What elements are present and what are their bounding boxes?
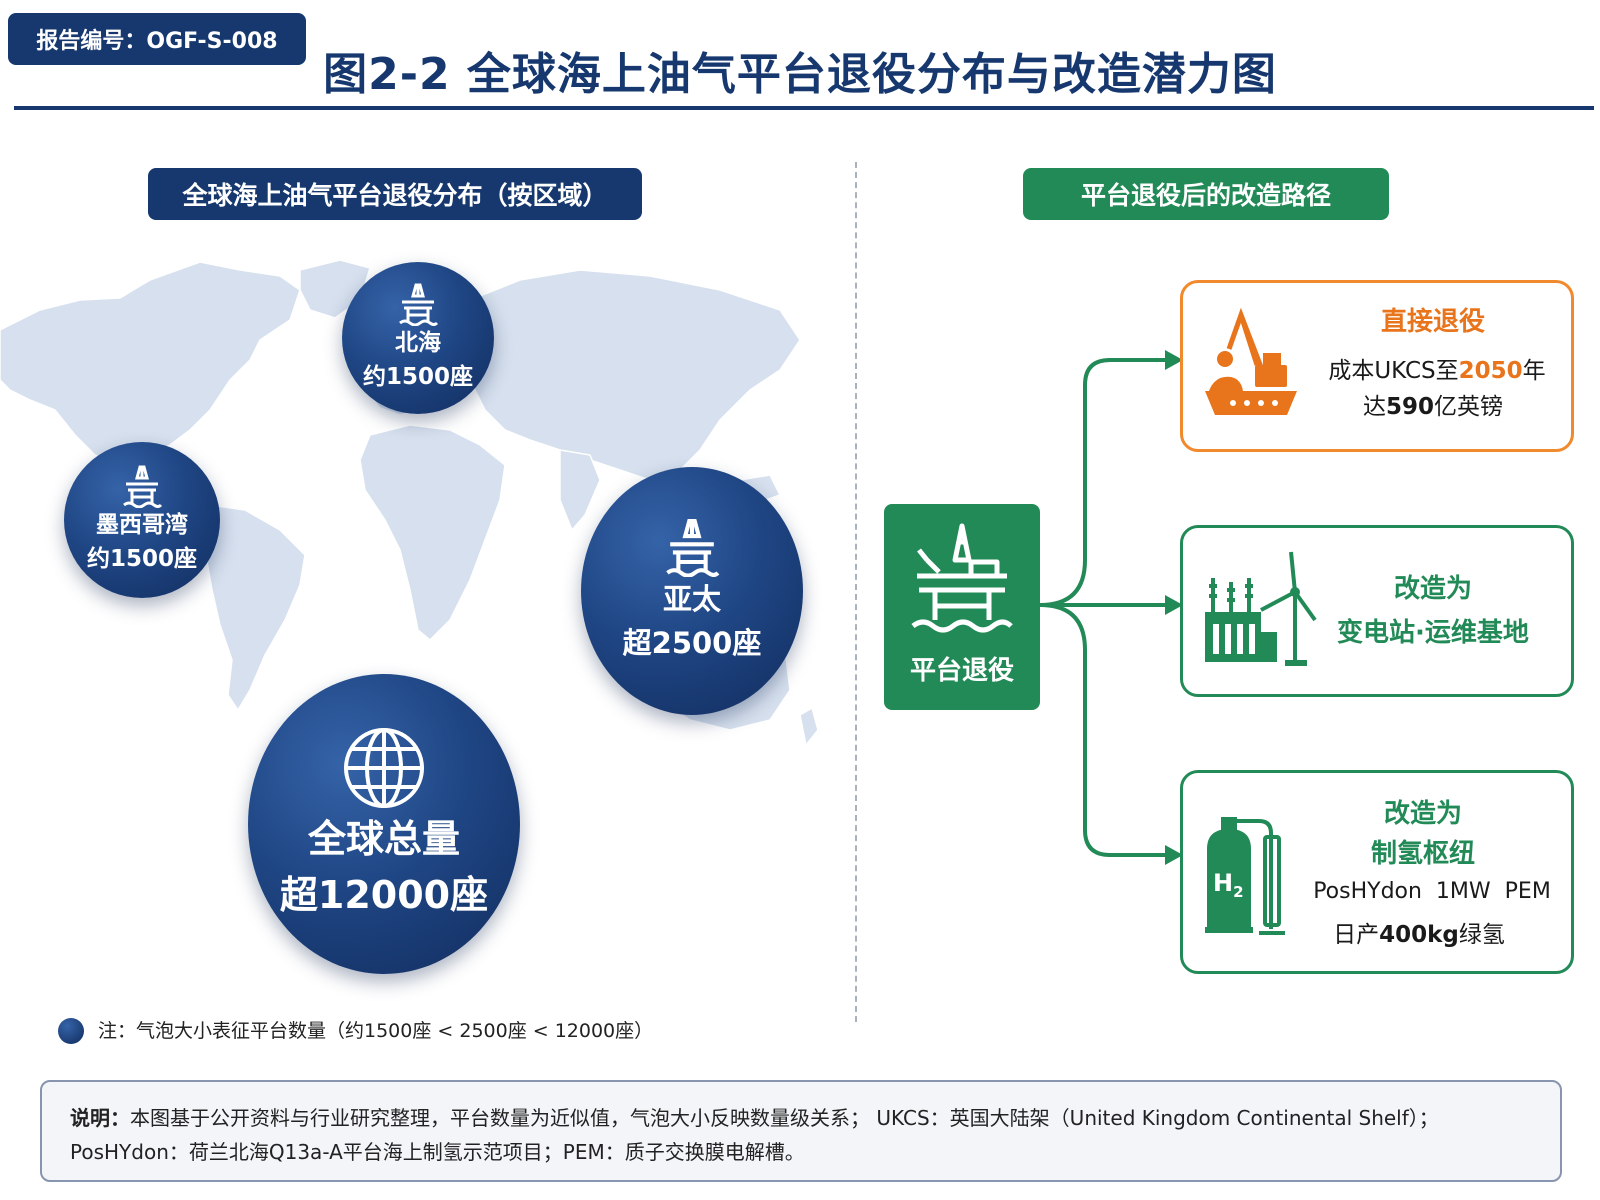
distribution-section-header: 全球海上油气平台退役分布（按区域）: [148, 168, 642, 220]
hydrogen-tank-icon: [1205, 817, 1285, 935]
substation-title-line2: 变电站·运维基地: [1337, 618, 1529, 648]
direct-decommission-card: 直接退役 成本UKCS至2050年 达590亿英镑: [1180, 280, 1574, 452]
oil-platform-icon: [666, 519, 720, 577]
center-node-label: 平台退役: [909, 656, 1014, 686]
asia-pacific-bubble: 亚太 超2500座: [581, 467, 803, 715]
north-sea-bubble: 北海 约1500座: [342, 262, 494, 414]
explanation-note-box: 说明：本图基于公开资料与行业研究整理，平台数量为近似值，气泡大小反映数量级关系；…: [40, 1080, 1562, 1182]
decom-cost-line1: 成本UKCS至2050年: [1328, 358, 1546, 384]
direct-decommission-title: 直接退役: [1380, 307, 1485, 337]
arrow-head-top: [1165, 350, 1183, 370]
hydrogen-title-line2: 制氢枢纽: [1370, 839, 1475, 869]
decom-cost-line2: 达590亿英镑: [1362, 394, 1503, 420]
note-line-1: 说明：本图基于公开资料与行业研究整理，平台数量为近似值，气泡大小反映数量级关系；…: [70, 1106, 1439, 1130]
arrow-head-middle: [1165, 595, 1183, 615]
flow-connectors: [1039, 350, 1183, 865]
hydrogen-output-line: 日产400kg绿氢: [1333, 922, 1505, 948]
note-line-2: PosHYdon：荷兰北海Q13a-A平台海上制氢示范项目；PEM：质子交换膜电…: [70, 1140, 805, 1164]
section-divider: [855, 162, 857, 1022]
oil-platform-icon: [123, 465, 163, 508]
substation-card: 改造为 变电站·运维基地: [1180, 525, 1574, 697]
page-title: 图2-2 全球海上油气平台退役分布与改造潜力图: [323, 49, 1277, 100]
platform-decommission-node: 平台退役: [884, 504, 1040, 710]
asia-pacific-count: 超2500座: [622, 626, 762, 660]
retrofit-section-header: 平台退役后的改造路径: [1023, 168, 1389, 220]
global-total-bubble: 全球总量 超12000座: [248, 674, 520, 974]
hydrogen-hub-card: H2 改造为 制氢枢纽 PosHYdon 1MW PEM 日产400kg绿氢: [1180, 770, 1574, 974]
legend-bubble-marker: [58, 1018, 84, 1044]
north-sea-count: 约1500座: [362, 364, 473, 390]
gulf-name: 墨西哥湾: [96, 512, 188, 538]
north-sea-name: 北海: [395, 330, 441, 356]
hydrogen-project-line: PosHYdon 1MW PEM: [1313, 879, 1551, 904]
arrow-head-bottom: [1165, 845, 1183, 865]
header-divider: [14, 106, 1594, 110]
oil-platform-icon: [399, 283, 439, 326]
oil-platform-icon: [911, 523, 1013, 633]
gulf-of-mexico-bubble: 墨西哥湾 约1500座: [64, 442, 220, 598]
substation-title-line1: 改造为: [1393, 574, 1472, 604]
report-number-badge: 报告编号：OGF-S-008: [8, 13, 306, 65]
hydrogen-symbol: H2: [1213, 869, 1244, 901]
asia-pacific-name: 亚太: [662, 582, 721, 616]
global-name: 全球总量: [307, 817, 460, 861]
excavator-ship-icon: [1205, 307, 1297, 415]
bubble-size-legend: 注：气泡大小表征平台数量（约1500座 < 2500座 < 12000座）: [98, 1020, 654, 1042]
substation-wind-icon: [1205, 551, 1317, 666]
hydrogen-title-line1: 改造为: [1383, 799, 1462, 829]
gulf-count: 约1500座: [86, 546, 197, 572]
global-count: 超12000座: [279, 873, 489, 917]
globe-icon: [344, 728, 424, 808]
